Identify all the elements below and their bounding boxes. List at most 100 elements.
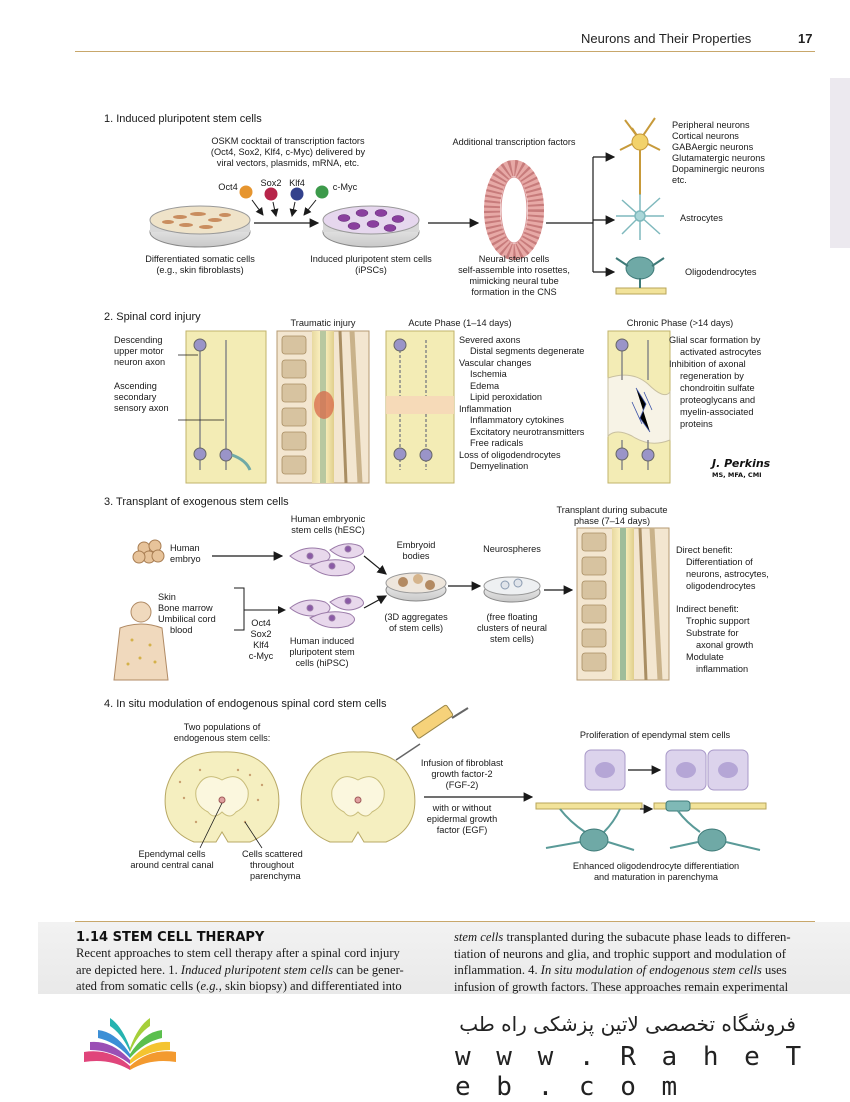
- svg-text:Distal segments degenerate: Distal segments degenerate: [470, 346, 584, 356]
- svg-text:stem cells): stem cells): [490, 634, 534, 644]
- section4-title: 4. In situ modulation of endogenous spin…: [104, 698, 387, 710]
- svg-text:endogenous stem cells:: endogenous stem cells:: [174, 733, 271, 743]
- oligodendrocyte-icon: [615, 256, 667, 295]
- svg-text:OSKM cocktail of transcription: OSKM cocktail of transcription factors: [211, 136, 365, 146]
- svg-text:blood: blood: [170, 625, 192, 635]
- illustrator-credentials: MS, MFA, CMI: [712, 471, 762, 479]
- caption-rule: [75, 921, 815, 922]
- caption-right-line-2: tiation of neurons and glia, and trophic…: [454, 946, 786, 961]
- footer-persian-text: فروشگاه تخصصی لاتین پزشکی راه طب: [459, 1012, 796, 1036]
- cell-sources-label: Skin Bone marrow Umbilical cord blood: [158, 592, 216, 635]
- oskm-label: OSKM cocktail of transcription factors (…: [211, 136, 366, 168]
- fgf-label: Infusion of fibroblast growth factor-2 (…: [421, 758, 504, 790]
- svg-text:secondary: secondary: [114, 392, 157, 402]
- ependymal-label: Ependymal cells around central canal: [130, 849, 213, 870]
- caption-right-column: stem cells transplanted during the subac…: [454, 929, 816, 995]
- svg-text:Sox2: Sox2: [261, 178, 282, 188]
- oligodendrocytes-label: Oligodendrocytes: [685, 267, 757, 277]
- caption-title: 1.14 STEM CELL THERAPY: [76, 930, 265, 945]
- svg-text:Ischemia: Ischemia: [470, 369, 508, 379]
- svg-text:Loss of oligodendrocytes: Loss of oligodendrocytes: [459, 450, 561, 460]
- svg-text:stem cells (hESC): stem cells (hESC): [291, 525, 365, 535]
- chronic-phase-panel: [607, 330, 671, 484]
- svg-text:Infusion of fibroblast: Infusion of fibroblast: [421, 758, 504, 768]
- scattered-cells-label: Cells scattered throughout parenchyma: [242, 849, 303, 881]
- caption-right-line-4: infusion of growth factors. These approa…: [454, 979, 789, 994]
- svg-text:regeneration by: regeneration by: [680, 371, 744, 381]
- human-body-icon: [113, 601, 169, 681]
- traumatic-injury-panel: [276, 330, 370, 484]
- svg-text:around central canal: around central canal: [130, 860, 213, 870]
- syringe-icon: [395, 704, 469, 761]
- sox2-factor: Sox2: [261, 178, 282, 201]
- svg-text:self-assemble into rosettes,: self-assemble into rosettes,: [458, 265, 570, 275]
- svg-text:neurons, astrocytes,: neurons, astrocytes,: [686, 569, 769, 579]
- ipsc-dish: [322, 205, 420, 248]
- footer-url[interactable]: w w w . R a h e T e b . c o m: [455, 1042, 807, 1102]
- embryo-label: Human embryo: [170, 543, 201, 564]
- svg-text:formation in the CNS: formation in the CNS: [471, 287, 556, 297]
- free-floating-label: (free floating clusters of neural stem c…: [477, 612, 547, 644]
- neurosphere-dish: [483, 576, 541, 603]
- svg-text:of stem cells): of stem cells): [389, 623, 443, 633]
- acute-phase-list: Severed axons Distal segments degenerate…: [459, 335, 585, 471]
- svg-text:Modulate: Modulate: [686, 652, 724, 662]
- svg-text:(e.g., skin fibroblasts): (e.g., skin fibroblasts): [156, 265, 243, 275]
- svg-text:(Oct4, Sox2, Klf4, c-Myc) deli: (Oct4, Sox2, Klf4, c-Myc) delivered by: [211, 147, 366, 157]
- reprogramming-factors: Oct4 Sox2 Klf4 c-Myc: [249, 618, 274, 661]
- oct4-factor: Oct4: [218, 182, 253, 199]
- neuron-types-label: Peripheral neurons Cortical neurons GABA…: [672, 120, 765, 185]
- embryoid-dish: [385, 572, 447, 602]
- svg-text:Excitatory neurotransmitters: Excitatory neurotransmitters: [470, 427, 585, 437]
- svg-text:Vascular changes: Vascular changes: [459, 358, 532, 368]
- svg-text:Neural stem cells: Neural stem cells: [479, 254, 550, 264]
- svg-text:Inhibition of axonal: Inhibition of axonal: [669, 359, 746, 369]
- svg-text:throughout: throughout: [250, 860, 294, 870]
- svg-text:c-Myc: c-Myc: [333, 182, 358, 192]
- caption-left-line-1: Recent approaches to stem cell therapy a…: [76, 946, 400, 960]
- svg-text:and maturation in parenchyma: and maturation in parenchyma: [594, 872, 719, 882]
- svg-text:clusters of neural: clusters of neural: [477, 623, 547, 633]
- svg-text:(free floating: (free floating: [486, 612, 537, 622]
- svg-text:Differentiated somatic cells: Differentiated somatic cells: [145, 254, 255, 264]
- svg-text:Differentiation of: Differentiation of: [686, 557, 753, 567]
- two-populations-label: Two populations of endogenous stem cells…: [174, 722, 271, 743]
- svg-text:Bone marrow: Bone marrow: [158, 603, 213, 613]
- klf4-factor: Klf4: [289, 178, 305, 201]
- svg-text:Edema: Edema: [470, 381, 500, 391]
- svg-text:etc.: etc.: [672, 175, 687, 185]
- descending-axon-label: Descending upper motor neuron axon: [114, 335, 165, 367]
- svg-text:Skin: Skin: [158, 592, 176, 602]
- svg-text:(iPSCs): (iPSCs): [355, 265, 387, 275]
- svg-text:Cells scattered: Cells scattered: [242, 849, 303, 859]
- svg-text:axonal growth: axonal growth: [696, 640, 753, 650]
- svg-text:Enhanced oligodendrocyte diffe: Enhanced oligodendrocyte differentiation: [573, 861, 739, 871]
- astrocytes-label: Astrocytes: [680, 213, 723, 223]
- svg-text:Embryoid: Embryoid: [397, 540, 436, 550]
- svg-text:proteoglycans and: proteoglycans and: [680, 395, 755, 405]
- svg-text:bodies: bodies: [402, 551, 429, 561]
- header-rule: [75, 51, 815, 52]
- svg-text:Descending: Descending: [114, 335, 163, 345]
- running-title: Neurons and Their Properties: [581, 31, 752, 46]
- hesc-label: Human embryonic stem cells (hESC): [291, 514, 366, 535]
- svg-text:oligodendrocytes: oligodendrocytes: [686, 581, 756, 591]
- svg-text:Substrate for: Substrate for: [686, 628, 739, 638]
- svg-text:Indirect benefit:: Indirect benefit:: [676, 604, 739, 614]
- ependymal-proliferation: [584, 749, 749, 791]
- svg-text:Ependymal cells: Ependymal cells: [139, 849, 206, 859]
- svg-text:Ascending: Ascending: [114, 381, 157, 391]
- page-number: 17: [798, 31, 813, 46]
- section1-title: 1. Induced pluripotent stem cells: [104, 113, 262, 125]
- ipsc-label: Induced pluripotent stem cells (iPSCs): [310, 254, 432, 275]
- aggregates-label: (3D aggregates of stem cells): [384, 612, 448, 633]
- svg-text:Free radicals: Free radicals: [470, 438, 524, 448]
- svg-text:Oct4: Oct4: [218, 182, 237, 192]
- svg-text:chondroitin sulfate: chondroitin sulfate: [680, 383, 755, 393]
- svg-text:Human induced: Human induced: [290, 636, 354, 646]
- svg-text:Transplant during subacute: Transplant during subacute: [557, 505, 668, 515]
- svg-text:Peripheral neurons: Peripheral neurons: [672, 120, 750, 130]
- caption-band: [38, 922, 850, 994]
- ascending-axon-label: Ascending secondary sensory axon: [114, 381, 169, 413]
